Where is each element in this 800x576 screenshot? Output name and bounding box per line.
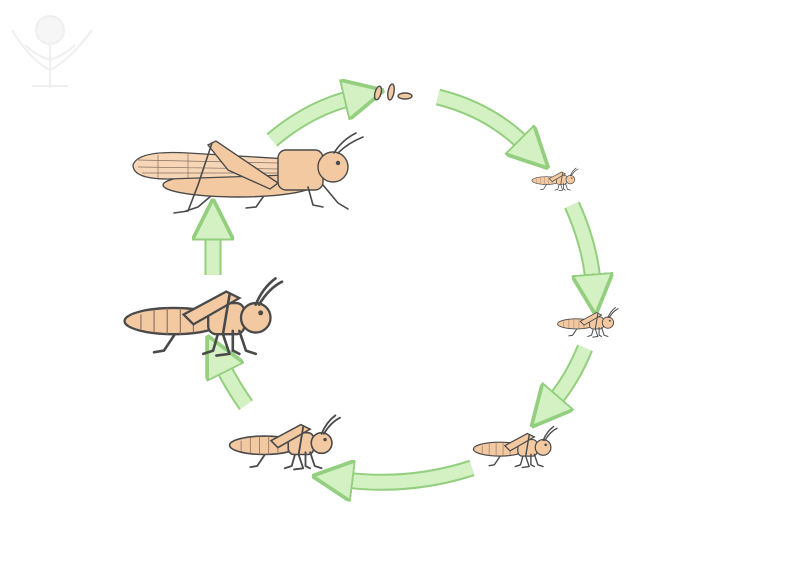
arrow-eggs-to-nymph1 [435, 88, 525, 145]
arrow-nymph1-to-nymph2 [564, 201, 593, 282]
nymph-stage-5 [123, 277, 284, 357]
arrow-nymph3-to-nymph4 [345, 468, 475, 482]
nymph-stage-2 [557, 306, 619, 338]
arrow-nymph2-to-nymph3 [553, 344, 593, 402]
nymph-stage-4 [228, 414, 341, 471]
arrow-nymph4-to-nymph5 [222, 365, 253, 410]
thistle-logo-watermark [11, 15, 93, 88]
eggs [373, 83, 413, 101]
adult-grasshopper [132, 132, 364, 214]
arrow-adult-to-eggs [266, 98, 352, 147]
nymph-stage-3 [472, 425, 558, 469]
cycle-arrows [213, 97, 593, 482]
nymph-stage-1 [531, 167, 579, 192]
